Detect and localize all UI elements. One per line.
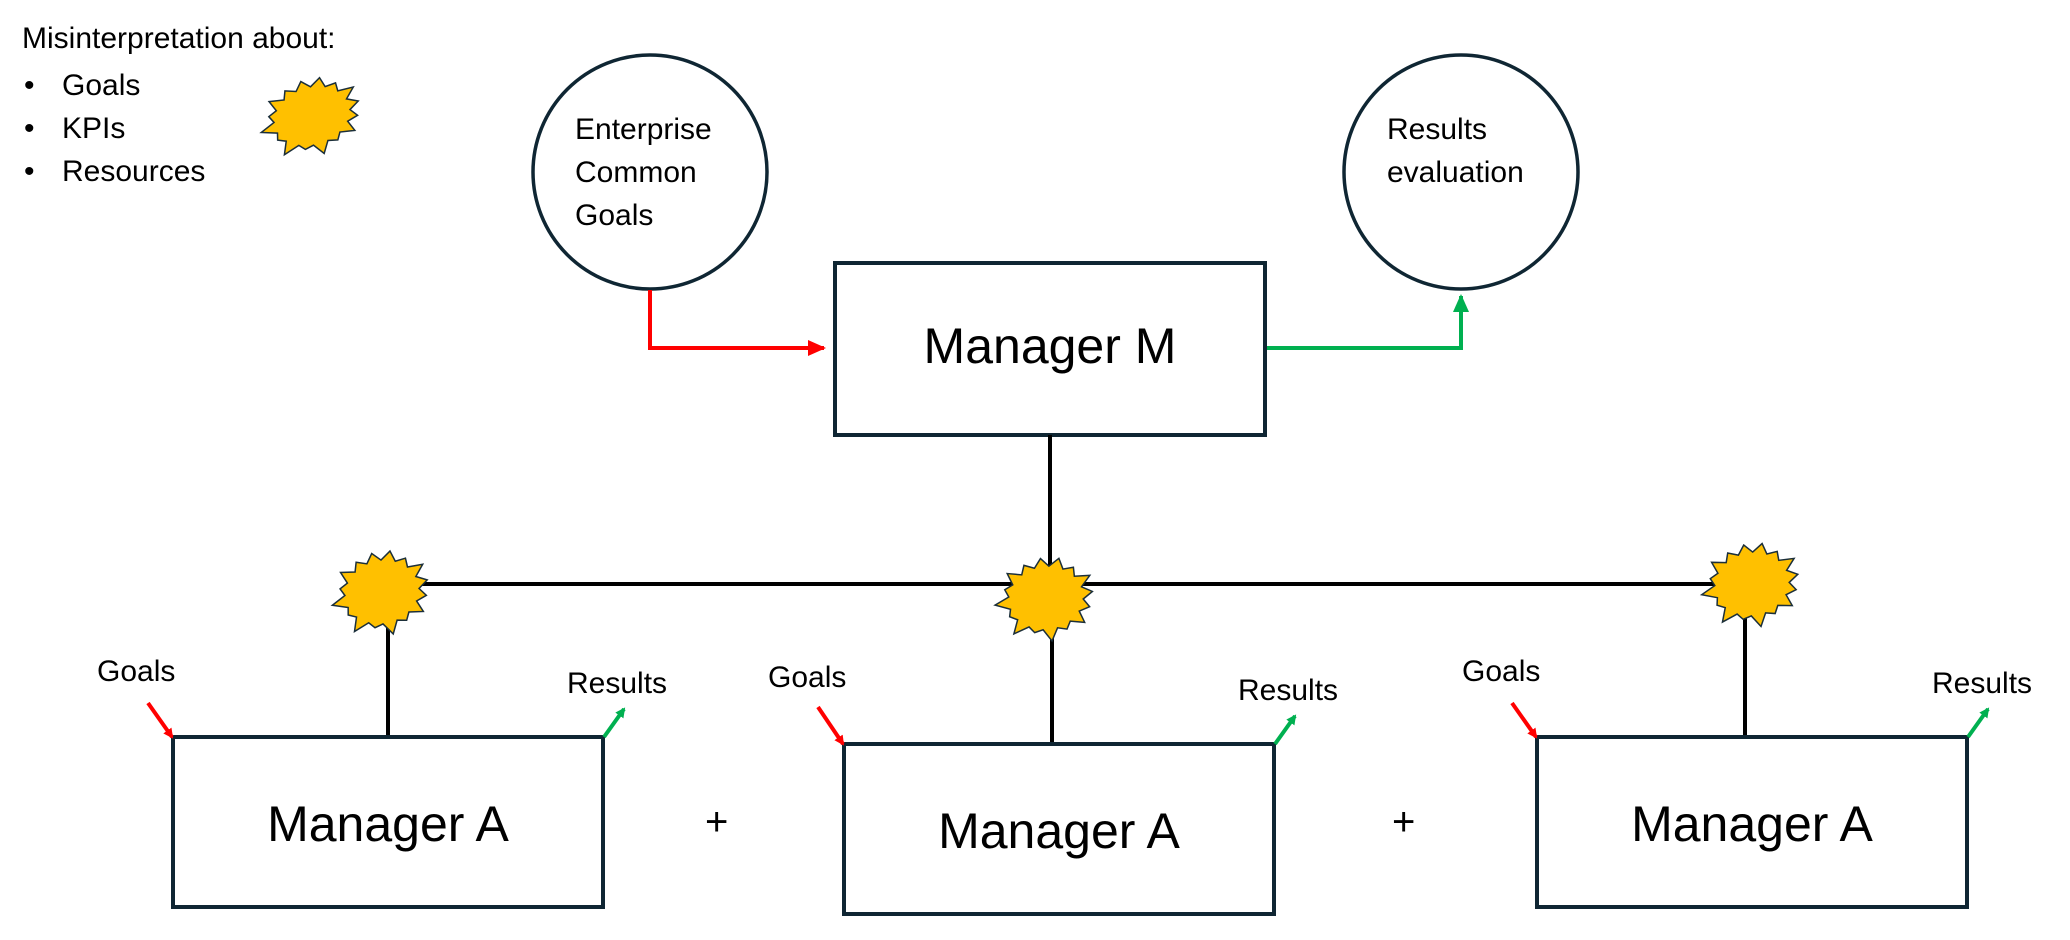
results-output-label-1: Results <box>567 667 668 700</box>
plus-operator-1: + <box>705 800 729 844</box>
results-output-label-2: Results <box>1238 674 1339 707</box>
results-output-arrow-1 <box>602 707 626 739</box>
sub-manager-label-1: Manager A <box>267 796 509 852</box>
sub-manager-label-2: Manager A <box>938 803 1180 859</box>
legend-list: • Goals • KPIs • Resources <box>22 64 205 193</box>
legend-item-label: Resources <box>62 155 206 188</box>
enterprise-goals-label: Enterprise Common Goals <box>575 113 712 232</box>
legend-title: Misinterpretation about: <box>22 22 336 55</box>
results-output-arrow-3 <box>1966 707 1990 739</box>
manager-m-to-results-arrow <box>1262 294 1469 350</box>
bullet-icon: • <box>24 69 35 102</box>
results-output-arrow-2 <box>1273 714 1297 746</box>
goals-input-label-3: Goals <box>1462 655 1541 688</box>
plus-operator-2: + <box>1392 800 1416 844</box>
misinterpretation-starburst-icon-3 <box>1699 542 1800 628</box>
results-evaluation-circle <box>1342 53 1580 291</box>
goals-input-arrow-2 <box>816 705 845 746</box>
misinterpretation-starburst-icon-2 <box>993 557 1094 643</box>
goals-input-arrow-3 <box>1510 701 1538 739</box>
bullet-icon: • <box>24 155 35 188</box>
bullet-icon: • <box>24 112 35 145</box>
enterprise-goals-circle <box>531 53 769 291</box>
legend-item: • Goals <box>22 64 205 107</box>
legend-starburst-icon <box>259 76 360 157</box>
results-output-label-3: Results <box>1932 667 2033 700</box>
sub-manager-label-3: Manager A <box>1631 796 1873 852</box>
manager-m-label: Manager M <box>923 318 1177 374</box>
legend-item-label: KPIs <box>62 112 126 145</box>
legend-item-label: Goals <box>62 69 141 102</box>
sub-manager-box-2 <box>842 742 1276 916</box>
goals-input-label-1: Goals <box>97 655 176 688</box>
sub-manager-box-3 <box>1535 735 1969 909</box>
misinterpretation-starburst-icon-1 <box>330 549 429 636</box>
legend-item: • Resources <box>22 150 205 193</box>
goals-input-label-2: Goals <box>768 661 847 694</box>
sub-manager-box-1 <box>171 735 605 909</box>
manager-m-box <box>833 261 1267 437</box>
results-evaluation-label: Results evaluation <box>1387 113 1524 189</box>
goals-input-arrow-1 <box>146 701 174 739</box>
goals-to-manager-m-arrow <box>648 290 826 356</box>
legend-item: • KPIs <box>22 107 205 150</box>
